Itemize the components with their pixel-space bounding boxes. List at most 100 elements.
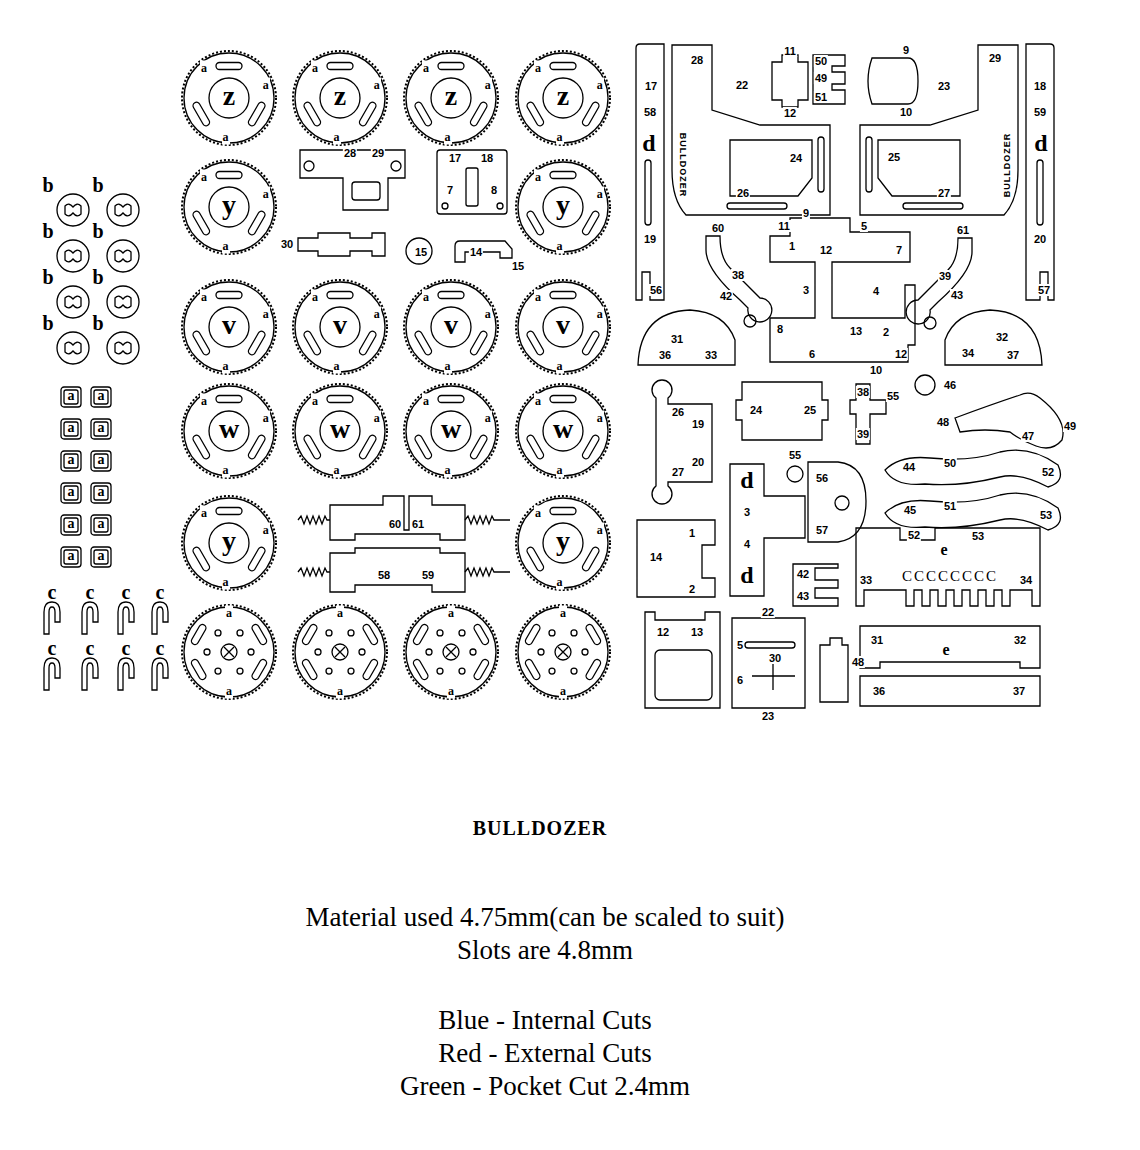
part-outline bbox=[57, 194, 89, 226]
callout-number: 14 bbox=[469, 246, 483, 258]
part-outline bbox=[301, 658, 318, 681]
callout-number: 39 bbox=[938, 270, 952, 282]
part-outline bbox=[57, 194, 89, 226]
callout-number: 51 bbox=[814, 91, 828, 103]
callout-number: 29 bbox=[371, 147, 385, 159]
part-letter: CCCCCCCC bbox=[902, 568, 998, 585]
wheel-part: aaay bbox=[179, 493, 279, 593]
part-outline bbox=[446, 647, 456, 657]
part-outline bbox=[182, 605, 276, 699]
part-outline bbox=[581, 546, 600, 572]
part-letter: b bbox=[92, 266, 103, 289]
part-outline bbox=[516, 160, 610, 254]
part-outline bbox=[216, 508, 242, 515]
wheel-part: aaav bbox=[401, 277, 501, 377]
part-letter: a bbox=[596, 186, 604, 201]
part-outline bbox=[224, 647, 234, 657]
part-letter: v bbox=[444, 309, 458, 341]
part-letter: c bbox=[122, 637, 131, 660]
part-letter: a bbox=[311, 61, 319, 76]
callout-number: 17 bbox=[644, 80, 658, 92]
part-outline bbox=[526, 546, 545, 572]
wheel-part: aaay bbox=[513, 493, 613, 593]
callout-number: 25 bbox=[803, 404, 817, 416]
callout-number: 27 bbox=[671, 466, 685, 478]
part-outline bbox=[327, 396, 353, 403]
callout-number: 36 bbox=[872, 685, 886, 697]
part-outline bbox=[115, 250, 131, 262]
part-outline bbox=[469, 330, 488, 356]
part-letter: b bbox=[92, 174, 103, 197]
part-letter: d bbox=[740, 467, 753, 494]
part-letter: a bbox=[373, 410, 381, 425]
part-letter: d bbox=[642, 130, 655, 157]
part-letter: a bbox=[98, 484, 105, 500]
part-outline bbox=[438, 396, 464, 403]
callout-number: 27 bbox=[937, 187, 951, 199]
part-letter: a bbox=[484, 410, 492, 425]
callout-number: 24 bbox=[789, 152, 803, 164]
callout-number: 3 bbox=[743, 506, 751, 518]
part-outline bbox=[335, 647, 345, 657]
part-letter: y bbox=[222, 525, 236, 557]
part-letter: a bbox=[222, 462, 230, 477]
part-outline bbox=[438, 63, 464, 70]
part-outline bbox=[293, 384, 387, 478]
part-outline bbox=[301, 623, 318, 646]
part-outline bbox=[585, 658, 602, 681]
callout-number: 20 bbox=[691, 456, 705, 468]
part-outline bbox=[216, 172, 242, 179]
part-outline bbox=[856, 528, 1040, 606]
callout-number: 48 bbox=[851, 656, 865, 668]
note-text: Blue - Internal Cuts bbox=[438, 1005, 652, 1036]
part-outline bbox=[581, 210, 600, 236]
part-outline bbox=[850, 384, 886, 444]
part-outline bbox=[516, 384, 610, 478]
part-outline bbox=[293, 384, 387, 478]
part-outline bbox=[118, 602, 134, 634]
part-outline bbox=[516, 280, 610, 374]
part-outline bbox=[469, 434, 488, 460]
part-outline bbox=[61, 547, 81, 567]
part-outline bbox=[192, 210, 211, 236]
note-text: Green - Pocket Cut 2.4mm bbox=[400, 1071, 690, 1102]
part-outline bbox=[466, 168, 478, 206]
callout-number: 52 bbox=[907, 529, 921, 541]
part-outline bbox=[192, 546, 211, 572]
part-outline bbox=[770, 218, 915, 362]
callout-number: 60 bbox=[711, 222, 725, 234]
part-outline bbox=[549, 630, 555, 636]
part-letter: a bbox=[373, 77, 381, 92]
callout-number: 2 bbox=[882, 326, 890, 338]
part-outline bbox=[352, 182, 380, 200]
part-outline bbox=[550, 508, 576, 515]
part-outline bbox=[860, 626, 1040, 668]
callout-number: 4 bbox=[743, 538, 751, 550]
part-outline bbox=[320, 307, 360, 347]
part-letter: a bbox=[336, 606, 344, 621]
part-outline bbox=[955, 393, 1063, 448]
part-letter: a bbox=[484, 306, 492, 321]
part-letter: y bbox=[556, 189, 570, 221]
wheel-part: aaaz bbox=[290, 48, 390, 148]
wheel-part: aa bbox=[179, 602, 279, 702]
callout-number: 31 bbox=[670, 333, 684, 345]
callout-number: 33 bbox=[704, 349, 718, 361]
square-part: a bbox=[90, 418, 112, 440]
part-outline bbox=[945, 310, 1042, 365]
callout-number: 24 bbox=[749, 404, 763, 416]
part-letter: a bbox=[596, 77, 604, 92]
part-outline bbox=[82, 658, 98, 690]
part-outline bbox=[358, 330, 377, 356]
part-outline bbox=[745, 642, 795, 648]
callout-number: 22 bbox=[761, 606, 775, 618]
part-outline bbox=[549, 668, 555, 674]
part-letter: w bbox=[330, 413, 350, 445]
panel-text: BULLDOZER bbox=[1002, 133, 1012, 198]
part-outline bbox=[473, 623, 490, 646]
part-letter: a bbox=[98, 452, 105, 468]
part-outline bbox=[57, 240, 89, 272]
part-outline bbox=[91, 483, 111, 503]
callout-number: 12 bbox=[656, 626, 670, 638]
part-outline bbox=[414, 434, 433, 460]
